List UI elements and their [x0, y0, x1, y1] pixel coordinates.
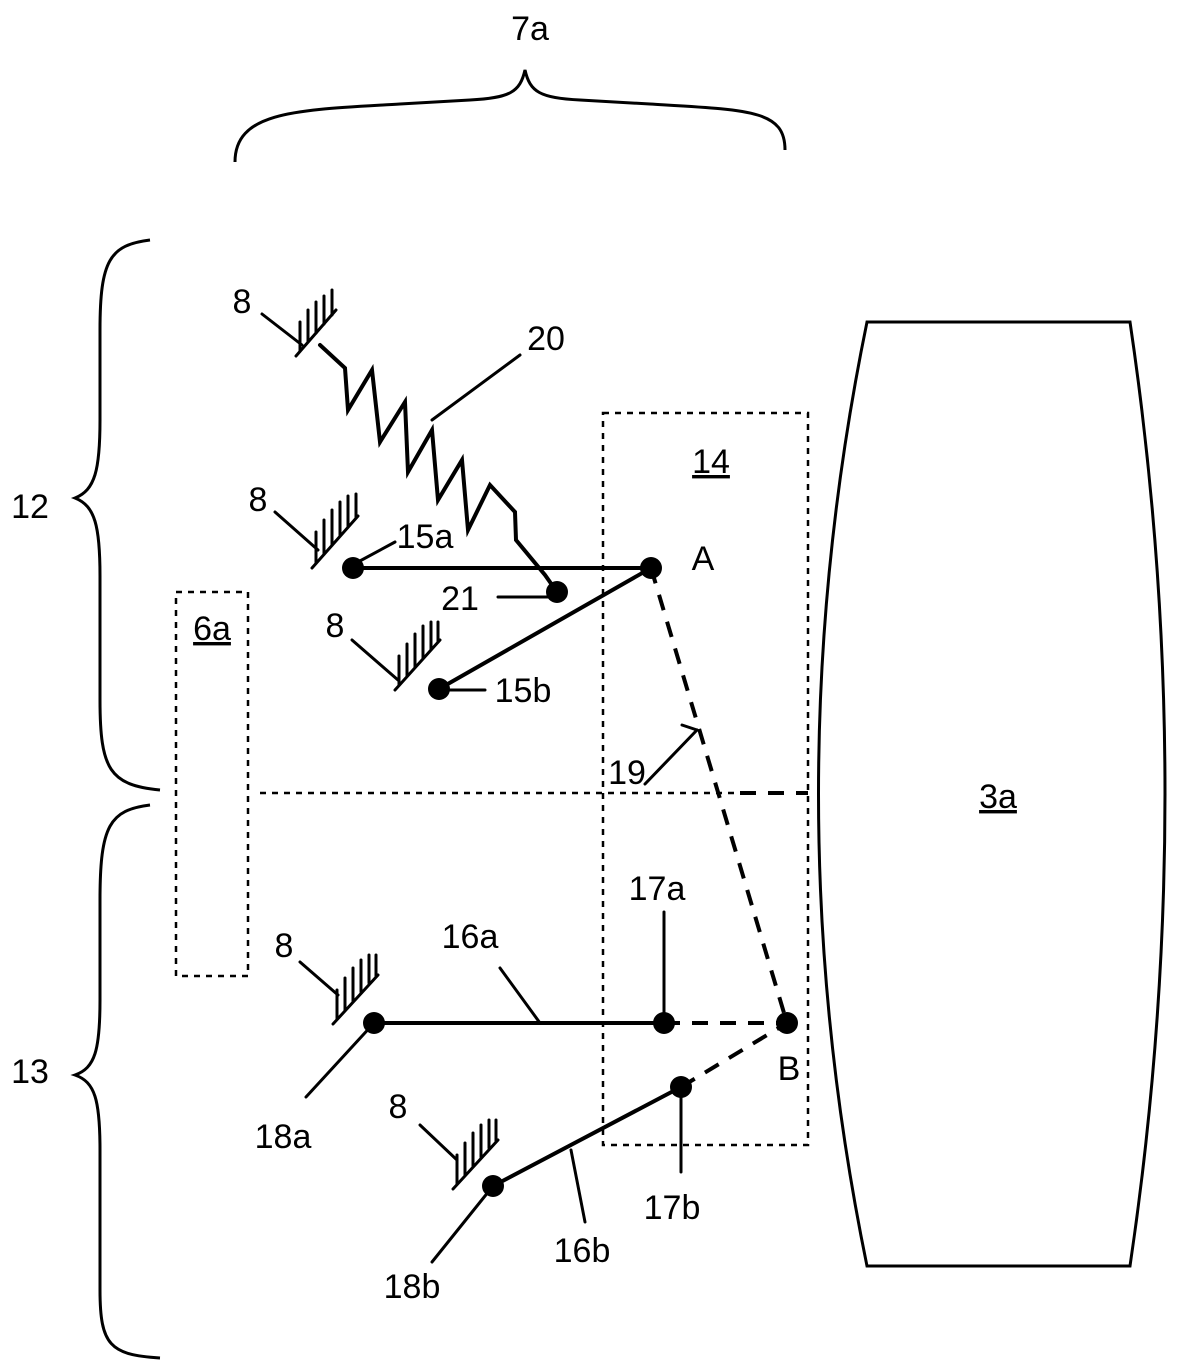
side-box-6a	[174, 590, 250, 978]
label-A: A	[692, 540, 715, 578]
leader-lines	[260, 312, 699, 1264]
label-13: 13	[11, 1053, 49, 1091]
lower-arm-16b	[491, 1085, 683, 1188]
label-8-15b: 8	[326, 607, 345, 645]
label-7a: 7a	[511, 10, 549, 48]
upper-arm-15b-A	[437, 566, 653, 691]
label-8-18b: 8	[389, 1088, 408, 1126]
label-20: 20	[527, 320, 565, 358]
label-3a: 3a	[979, 778, 1017, 816]
label-16b: 16b	[554, 1232, 611, 1270]
label-15a: 15a	[397, 518, 454, 556]
label-8-spring: 8	[233, 283, 252, 321]
brace-13	[70, 803, 161, 1360]
label-12: 12	[11, 488, 49, 526]
label-B: B	[778, 1050, 801, 1088]
ground-symbol-15b	[393, 620, 442, 692]
point-B-dot	[776, 1012, 798, 1034]
ground-symbol-18b	[451, 1118, 500, 1191]
point-A-dot	[640, 557, 662, 579]
ground-symbol-spring	[294, 288, 338, 358]
link-19-dashed	[649, 567, 789, 1024]
label-17a: 17a	[629, 870, 686, 908]
label-15b: 15b	[495, 672, 552, 710]
label-8-18a: 8	[275, 927, 294, 965]
label-6a: 6a	[193, 610, 231, 648]
label-16a: 16a	[442, 918, 499, 956]
label-14: 14	[692, 443, 730, 481]
label-19: 19	[608, 754, 646, 792]
brace-12	[70, 238, 161, 792]
wheel-3a-outline	[817, 320, 1167, 1268]
label-17b: 17b	[644, 1189, 701, 1227]
label-8-15a: 8	[249, 481, 268, 519]
label-21: 21	[441, 580, 479, 618]
joint-21-dot	[546, 581, 568, 603]
spring-20	[318, 343, 559, 594]
label-18a: 18a	[255, 1118, 312, 1156]
label-18b: 18b	[384, 1268, 441, 1306]
lower-arm-16b-dashed	[679, 1021, 789, 1089]
ground-symbol-15a	[310, 492, 360, 570]
pivot-15b-dot	[428, 678, 450, 700]
brace-7a	[233, 69, 787, 163]
